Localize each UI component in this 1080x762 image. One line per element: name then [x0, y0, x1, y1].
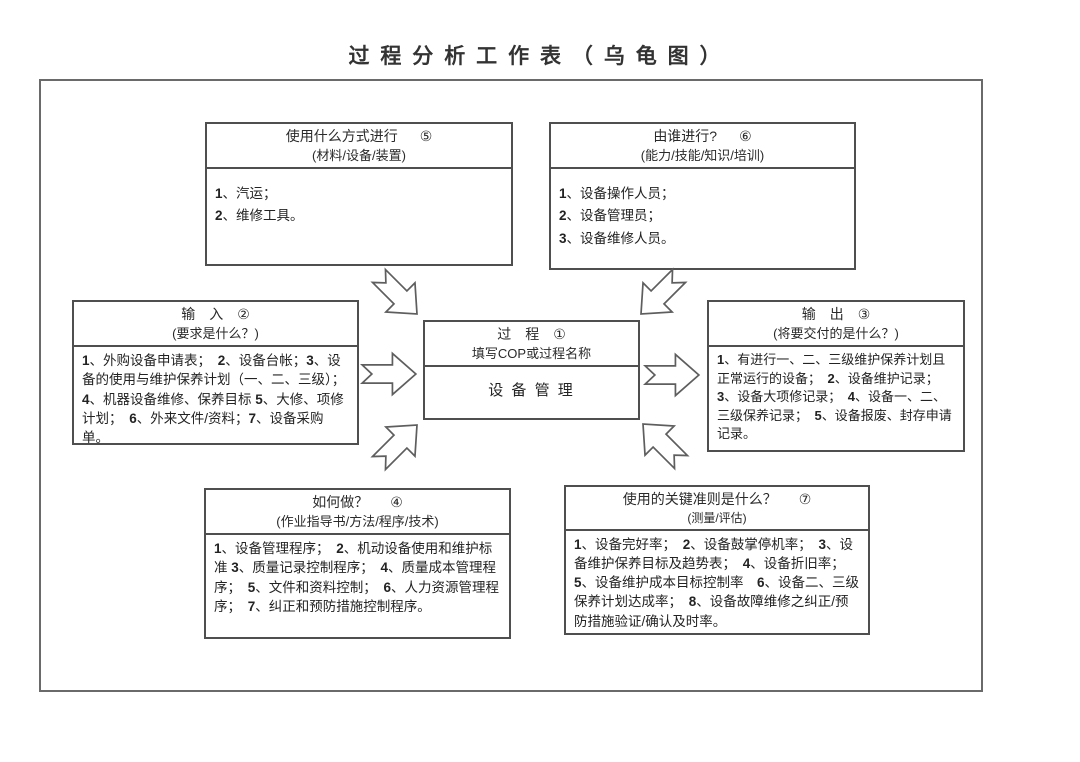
box-input-subtitle: (要求是什么？) [172, 325, 259, 341]
box-process-badge: ① [553, 326, 566, 342]
box-criteria-body: 1、设备完好率； 2、设备鼓掌停机率； 3、设备维护保养目标及趋势表； 4、设备… [574, 536, 860, 629]
box-method-body: 1、汽运；2、维修工具。 [215, 186, 304, 224]
box-output-badge: ③ [857, 306, 871, 322]
box-who: 由谁进行?⑥ (能力/技能/知识/培训) 1、设备操作人员；2、设备管理员；3、… [549, 122, 856, 270]
box-who-body: 1、设备操作人员；2、设备管理员；3、设备维修人员。 [559, 186, 675, 246]
box-how-title: 如何做？④ [312, 494, 403, 510]
box-criteria-title: 使用的关键准则是什么？⑦ [622, 491, 812, 507]
box-criteria-header: 使用的关键准则是什么？⑦ (测量/评估) [566, 487, 868, 531]
box-how-header: 如何做？④ (作业指导书/方法/程序/技术) [206, 490, 509, 536]
box-process-subtitle: 填写COP或过程名称 [471, 345, 592, 361]
arrow-who-to-process [640, 267, 688, 315]
page-title: 过程分析工作表（乌龟图） [348, 45, 732, 68]
box-method-badge: ⑤ [419, 128, 433, 144]
arrow-process-to-output [642, 352, 701, 398]
box-criteria-badge: ⑦ [798, 491, 812, 507]
box-output-body: 1、有进行一、二、三级维护保养计划且正常运行的设备； 2、设备维护记录；3、设备… [717, 352, 952, 442]
box-who-badge: ⑥ [739, 128, 752, 144]
box-output-subtitle: (将要交付的是什么？) [773, 325, 899, 341]
box-how: 如何做？④ (作业指导书/方法/程序/技术) 1、设备管理程序； 2、机动设备使… [204, 488, 511, 639]
arrow-input-to-process [359, 351, 418, 397]
arrow-how-to-process [370, 424, 418, 472]
arrow-criteria-to-process [642, 423, 690, 471]
box-who-subtitle: (能力/技能/知识/培训) [640, 147, 765, 163]
box-criteria: 使用的关键准则是什么？⑦ (测量/评估) 1、设备完好率； 2、设备鼓掌停机率；… [564, 485, 870, 635]
box-who-title: 由谁进行?⑥ [653, 128, 752, 144]
box-how-badge: ④ [390, 494, 403, 510]
arrow-method-to-process [370, 267, 418, 315]
box-method-subtitle: (材料/设备/装置) [312, 147, 406, 163]
box-who-header: 由谁进行?⑥ (能力/技能/知识/培训) [551, 124, 854, 170]
box-process-body: 设 备 管 理 [488, 382, 575, 400]
box-criteria-subtitle: (测量/评估) [687, 510, 747, 525]
box-input-body: 1、外购设备申请表； 2、设备台帐；3、设备的使用与维护保养计划（一、二、三级）… [82, 353, 346, 445]
box-input-badge: ② [237, 306, 250, 322]
box-how-body: 1、设备管理程序； 2、机动设备使用和维护标准 3、质量记录控制程序； 4、质量… [214, 541, 500, 614]
box-how-subtitle: (作业指导书/方法/程序/技术) [276, 513, 439, 529]
